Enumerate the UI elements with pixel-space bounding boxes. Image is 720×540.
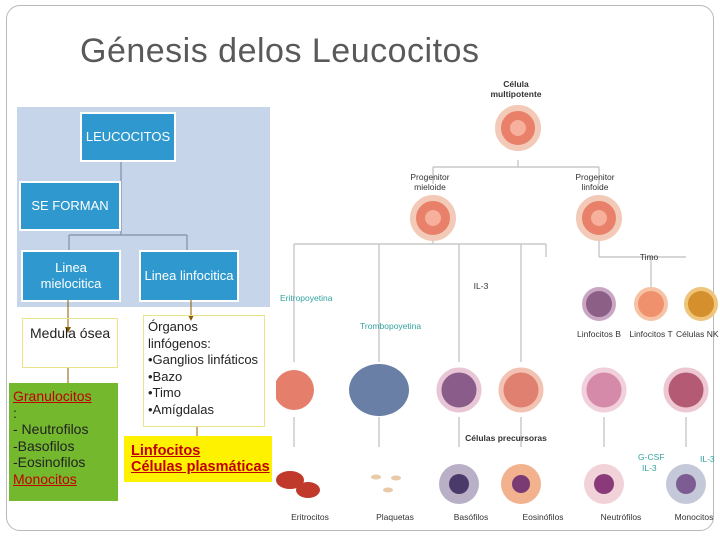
granulocitos-box bbox=[9, 383, 118, 501]
precursor-cells bbox=[276, 364, 709, 416]
slide-title: Génesis delos Leucocitos bbox=[80, 32, 480, 70]
granulocitos-list: Granulocitos : - Neutrofilos -Basofilos … bbox=[13, 388, 92, 487]
celulas-plasmaticas-label: Células plasmáticas bbox=[131, 459, 270, 475]
caption-il3-small: IL-3 bbox=[642, 463, 657, 473]
caption-monocitos: Monocitos bbox=[674, 512, 714, 522]
caption-trombopoyetina: Trombopoyetina bbox=[360, 321, 422, 331]
granulocito-item: -Eosinofilos bbox=[13, 454, 86, 470]
caption-timo: Timo bbox=[639, 252, 659, 262]
lymph-cells bbox=[582, 287, 718, 321]
cell-multipotent bbox=[495, 105, 541, 151]
slide-frame bbox=[6, 5, 714, 531]
organo-item: •Bazo bbox=[148, 368, 183, 384]
organos-box bbox=[143, 315, 265, 427]
caption-basofilos: Basófilos bbox=[453, 512, 489, 522]
organos-list: Órganos linfógenos: •Ganglios linfáticos… bbox=[148, 319, 260, 418]
organo-item: •Ganglios linfáticos bbox=[148, 352, 259, 367]
caption-neutrofilos: Neutrófilos bbox=[600, 512, 642, 522]
organo-item: •Timo bbox=[148, 385, 181, 400]
caption-eritrocitos: Eritrocitos bbox=[291, 512, 329, 522]
leucocitos-box: LEUCOCITOS bbox=[80, 112, 176, 162]
mature-cells bbox=[276, 464, 706, 504]
linfocitos-list: Linfocitos Células plasmáticas bbox=[131, 443, 270, 475]
linfocitos-box bbox=[124, 436, 272, 482]
linea-mielocitica-box: Linea mielocitica bbox=[21, 250, 121, 302]
linea-linfocitica-box: Linea linfocitica bbox=[139, 250, 239, 302]
concept-chart-panel: LEUCOCITOS SE FORMAN Linea mielocitica L… bbox=[17, 107, 270, 307]
cell-lymphoid-progenitor bbox=[576, 195, 622, 241]
granulocito-item: -Basofilos bbox=[13, 437, 75, 454]
chart-connectors bbox=[68, 159, 188, 252]
se-forman-box: SE FORMAN bbox=[19, 181, 121, 231]
caption-eritropoyetina: Eritropoyetina bbox=[280, 293, 333, 303]
caption-eosinofilos: Eosinófilos bbox=[522, 512, 564, 522]
granulocito-item: - Neutrofilos bbox=[13, 421, 89, 437]
caption-precursores: Células precursoras bbox=[465, 433, 547, 443]
caption-myeloid-progenitor: Progenitor mieloide bbox=[410, 172, 450, 192]
caption-linfocitos-t: Linfocitos T bbox=[629, 329, 673, 339]
caption-il3: IL-3 bbox=[473, 281, 489, 291]
hematopoiesis-diagram bbox=[276, 105, 718, 504]
caption-celulas-nk: Células NK bbox=[676, 329, 719, 339]
caption-linfocitos-b: Linfocitos B bbox=[577, 329, 621, 339]
medula-box bbox=[22, 318, 118, 368]
organos-heading: Órganos linfógenos: bbox=[148, 319, 211, 351]
caption-lymphoid-progenitor: Progenitor linfoide bbox=[575, 172, 615, 192]
granulocitos-heading: Granulocitos bbox=[13, 388, 92, 404]
organo-item: •Amígdalas bbox=[148, 401, 214, 417]
medula-label: Medula ósea bbox=[30, 325, 111, 341]
caption-gcsf: G-CSF bbox=[638, 452, 665, 462]
caption-plaquetas: Plaquetas bbox=[376, 512, 414, 522]
caption-il3-right: IL-3 bbox=[700, 454, 715, 464]
linfocitos-label: Linfocitos bbox=[131, 443, 201, 459]
granulocitos-colon: : bbox=[13, 404, 17, 421]
caption-multipotent: Célula multipotente bbox=[490, 79, 542, 99]
monocitos-label: Monocitos bbox=[13, 470, 77, 487]
cell-myeloid-progenitor bbox=[410, 195, 456, 241]
